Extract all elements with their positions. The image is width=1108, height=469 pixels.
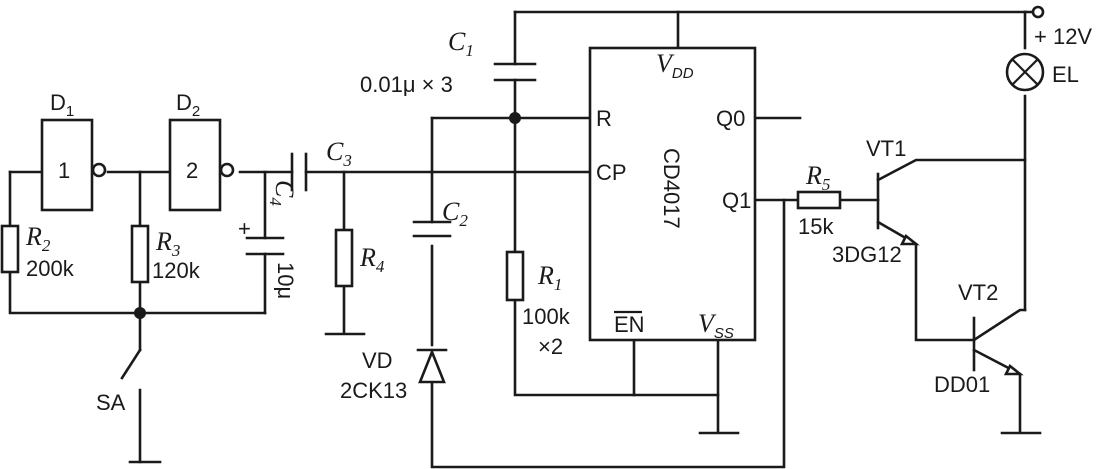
gate-d2-label: D bbox=[176, 90, 192, 115]
resistor-r5-value: 15k bbox=[798, 214, 834, 239]
ic-vdd-sub: DD bbox=[672, 65, 694, 82]
capacitor-c2: C2 bbox=[412, 197, 468, 238]
gate-d1: 1 D1 bbox=[40, 90, 107, 212]
resistor-r5-sub: 5 bbox=[822, 175, 831, 194]
resistor-r3-value: 120k bbox=[152, 258, 201, 283]
ic-vdd-label: V bbox=[656, 49, 675, 78]
diode-vd-part: 2CK13 bbox=[340, 378, 407, 403]
svg-text:R5: R5 bbox=[805, 161, 830, 194]
transistor-vt1-label: VT1 bbox=[866, 136, 906, 161]
resistor-r4: R4 bbox=[334, 228, 385, 288]
ic-pin-r: R bbox=[596, 106, 612, 131]
transistor-vt1-part: 3DG12 bbox=[832, 242, 902, 267]
capacitor-c1-label: C bbox=[448, 27, 466, 56]
capacitor-c4-plus: + bbox=[238, 216, 251, 241]
capacitor-c4-sub: 4 bbox=[266, 197, 285, 206]
resistor-r2: R2 200k bbox=[0, 222, 75, 281]
capacitor-c3-sub: 3 bbox=[342, 151, 352, 170]
ic-vss-sub: SS bbox=[714, 325, 734, 342]
resistor-r3-sub: 3 bbox=[171, 241, 181, 260]
resistor-r1: R1 100k ×2 bbox=[505, 250, 571, 359]
capacitor-c4-label: C bbox=[270, 180, 299, 198]
resistor-r1-sub: 1 bbox=[554, 275, 563, 294]
svg-text:R3: R3 bbox=[155, 227, 180, 260]
resistor-r2-label: R bbox=[25, 222, 42, 251]
ic-vss-label: V bbox=[698, 309, 717, 338]
resistor-r1-count: ×2 bbox=[538, 334, 563, 359]
svg-text:R4: R4 bbox=[359, 243, 385, 276]
svg-text:C1: C1 bbox=[448, 27, 474, 60]
capacitor-c2-label: C bbox=[442, 197, 460, 226]
resistor-r3: R3 120k bbox=[130, 224, 201, 284]
switch-sa: SA bbox=[96, 348, 142, 415]
resistor-r2-value: 200k bbox=[26, 256, 75, 281]
wiring bbox=[8, 10, 1037, 469]
resistor-r1-value: 100k bbox=[522, 304, 571, 329]
gate-d2: 2 D2 bbox=[168, 90, 235, 212]
transistor-vt2-part: DD01 bbox=[934, 372, 990, 397]
capacitor-c2-sub: 2 bbox=[459, 211, 468, 230]
svg-text:VDD: VDD bbox=[656, 49, 694, 82]
transistor-vt1: VT1 3DG12 bbox=[832, 136, 920, 267]
diode-vd: VD 2CK13 bbox=[340, 348, 448, 403]
resistor-r4-sub: 4 bbox=[376, 257, 385, 276]
ic-cd4017: VDD R CP Q0 Q1 EN VSS CD4017 bbox=[588, 46, 757, 342]
ic-pin-q0: Q0 bbox=[716, 106, 745, 131]
svg-text:R1: R1 bbox=[537, 261, 562, 294]
resistor-r1-label: R bbox=[537, 261, 554, 290]
svg-text:D1: D1 bbox=[50, 90, 74, 120]
svg-text:C4: C4 bbox=[266, 180, 299, 206]
ic-pin-q1: Q1 bbox=[722, 188, 751, 213]
svg-text:D2: D2 bbox=[176, 90, 200, 120]
diode-vd-label: VD bbox=[362, 348, 393, 373]
svg-text:C2: C2 bbox=[442, 197, 468, 230]
gate-d1-label: D bbox=[50, 90, 66, 115]
capacitor-c4-value: 10μ bbox=[273, 262, 298, 299]
capacitor-c3-label: C bbox=[326, 137, 344, 166]
resistor-r4-label: R bbox=[359, 243, 376, 272]
switch-sa-label: SA bbox=[96, 390, 126, 415]
capacitor-c3: C3 bbox=[290, 137, 352, 192]
supply-label: + 12V bbox=[1034, 24, 1092, 49]
capacitor-c1: C1 0.01μ × 3 bbox=[360, 27, 537, 97]
transistor-vt2-label: VT2 bbox=[958, 280, 998, 305]
transistor-vt2: VT2 DD01 bbox=[934, 280, 1024, 397]
lamp-el: EL bbox=[1005, 52, 1079, 92]
ic-part-number: CD4017 bbox=[659, 148, 684, 229]
ic-pin-en: EN bbox=[614, 312, 645, 337]
resistor-r5-label: R bbox=[805, 161, 822, 190]
svg-text:VSS: VSS bbox=[698, 309, 734, 342]
capacitor-c1-sub: 1 bbox=[465, 41, 474, 60]
lamp-el-label: EL bbox=[1052, 62, 1079, 87]
junctions bbox=[134, 112, 521, 319]
svg-text:R2: R2 bbox=[25, 222, 51, 255]
capacitor-c4: + C4 10μ bbox=[238, 180, 299, 299]
gate-d2-sub: 2 bbox=[192, 103, 200, 120]
ground-symbols bbox=[324, 332, 1042, 435]
resistor-r5: R5 15k bbox=[796, 161, 842, 239]
ic-pin-cp: CP bbox=[596, 160, 627, 185]
gate-d1-number: 1 bbox=[58, 158, 70, 183]
gate-d1-sub: 1 bbox=[66, 103, 74, 120]
supply-terminal bbox=[1031, 5, 1045, 19]
gate-d2-number: 2 bbox=[186, 158, 198, 183]
resistor-r3-label: R bbox=[155, 227, 172, 256]
resistor-r2-sub: 2 bbox=[42, 236, 51, 255]
capacitor-c1-value: 0.01μ × 3 bbox=[360, 72, 453, 97]
svg-text:C3: C3 bbox=[326, 137, 352, 170]
